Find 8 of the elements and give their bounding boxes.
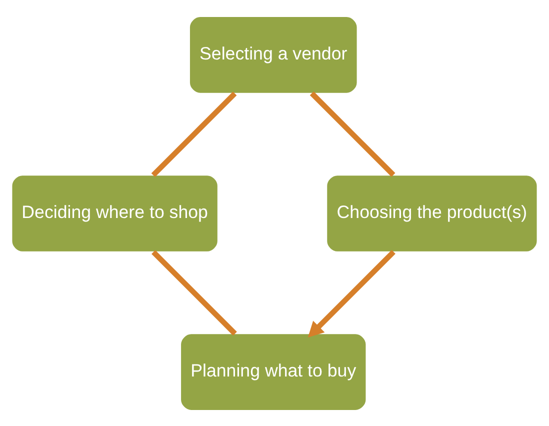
node-box: Planning what to buy xyxy=(180,332,367,410)
arrow xyxy=(308,250,396,338)
connector xyxy=(310,90,396,176)
connector xyxy=(152,250,237,336)
node-box: Selecting a vendor xyxy=(189,16,358,94)
node-box: Deciding where to shop xyxy=(11,174,218,252)
connector xyxy=(151,91,237,176)
node-box: Choosing the product(s) xyxy=(326,174,538,252)
